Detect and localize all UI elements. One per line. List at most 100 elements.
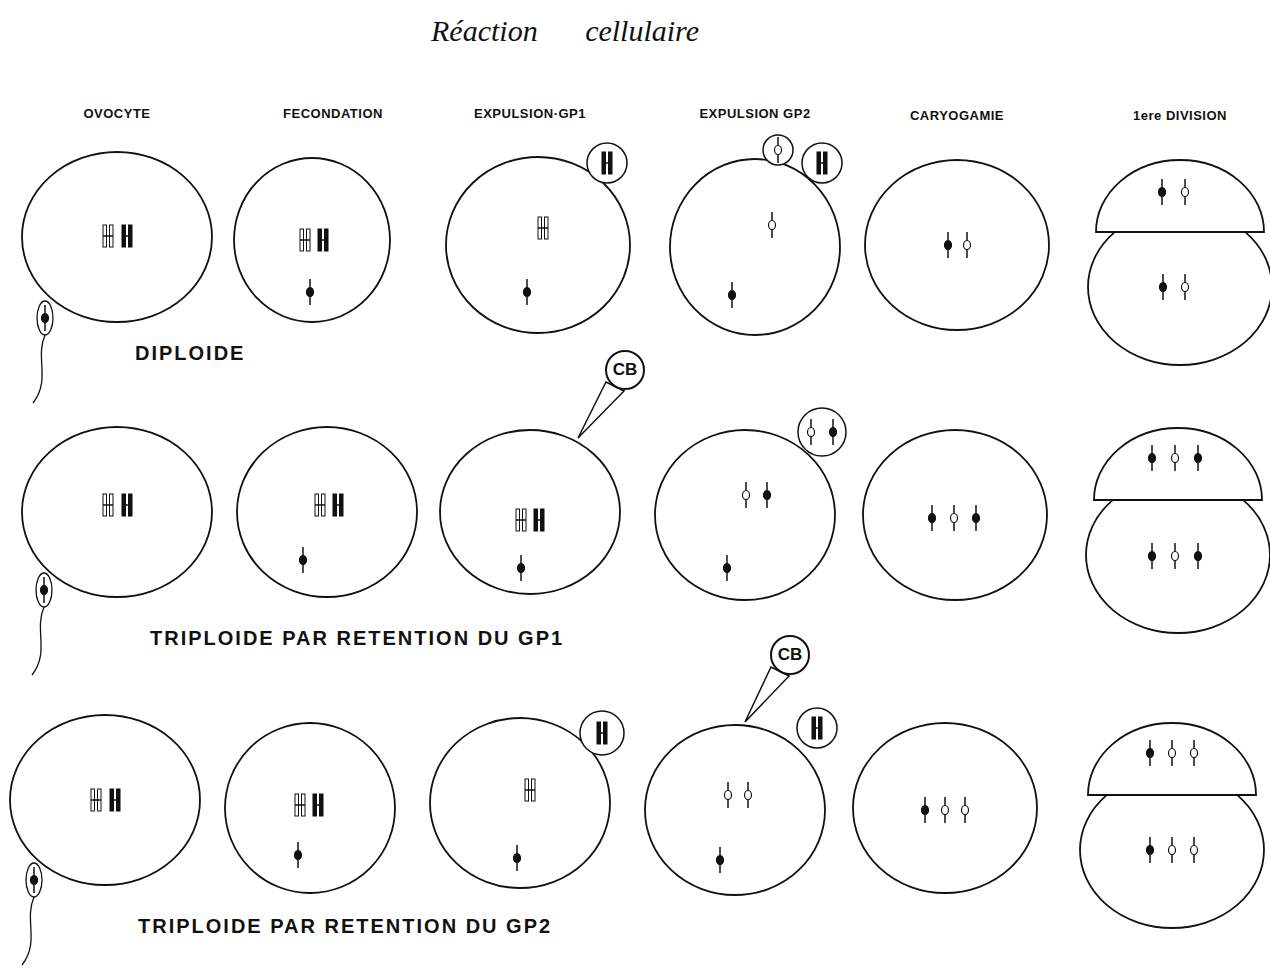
chromatid <box>1195 543 1202 569</box>
polar-body <box>580 711 624 755</box>
chromatid <box>808 419 815 445</box>
sperm-head <box>36 573 52 607</box>
daughter-cell <box>1088 723 1256 795</box>
chromosome-dyad <box>597 722 607 744</box>
column-header: 1ere DIVISION <box>1133 108 1227 123</box>
cell-outline <box>863 430 1047 600</box>
sperm-tail <box>32 607 44 675</box>
chromatid <box>725 782 732 808</box>
cb-arrow <box>745 667 789 722</box>
chromatid <box>1147 740 1154 766</box>
cell-outline <box>234 158 390 322</box>
chromatid <box>1149 445 1156 471</box>
chromatid <box>717 847 724 873</box>
cb-circle: CB <box>770 635 810 675</box>
column-header: OVOCYTE <box>83 106 150 121</box>
chromatid <box>300 547 307 573</box>
column-header: EXPULSION GP2 <box>699 106 810 121</box>
cell-outline <box>225 723 395 893</box>
chromatid <box>745 782 752 808</box>
cell-outline <box>10 715 200 885</box>
chromosome-dyad <box>817 152 827 174</box>
chromatid <box>1169 837 1176 863</box>
chromatid <box>31 867 38 893</box>
chromatid <box>1182 274 1189 300</box>
chromosome-dyad <box>602 152 612 174</box>
cell-outline <box>670 159 840 335</box>
chromosome-dyad <box>333 494 343 516</box>
chromatid <box>1182 179 1189 205</box>
chromatid <box>1147 837 1154 863</box>
chromosome-dyad <box>122 225 132 247</box>
chromosome-dyad <box>318 229 328 251</box>
cell-outline <box>440 430 620 594</box>
cb-circle: CB <box>605 350 645 390</box>
chromatid <box>1160 274 1167 300</box>
chromatid <box>1172 543 1179 569</box>
cb-label: CB <box>613 360 638 380</box>
polar-body <box>587 143 627 183</box>
column-header: CARYOGAMIE <box>910 108 1004 123</box>
chromatid <box>830 419 837 445</box>
chromatid <box>1169 740 1176 766</box>
cell-outline <box>655 430 835 600</box>
chromatid <box>1172 445 1179 471</box>
polar-body <box>798 408 846 456</box>
row-label: DIPLOIDE <box>135 342 245 365</box>
chromosome-dyad <box>295 794 305 816</box>
cb-label: CB <box>778 645 803 665</box>
chromatid <box>307 279 314 305</box>
polar-body <box>763 135 793 165</box>
cell-outline <box>446 157 630 333</box>
chromosome-dyad <box>538 217 548 239</box>
sperm-head <box>26 863 42 897</box>
chromosome-dyad <box>122 494 132 516</box>
sperm-tail <box>22 897 34 965</box>
chromosome-dyad <box>300 229 310 251</box>
column-header: EXPULSION·GP1 <box>474 106 586 121</box>
chromatid <box>524 279 531 305</box>
chromatid <box>964 232 971 258</box>
chromatid <box>951 505 958 531</box>
chromosome-dyad <box>103 494 113 516</box>
chromosome-dyad <box>91 789 101 811</box>
cb-arrow <box>578 382 624 438</box>
chromosome-dyad <box>525 779 535 801</box>
chromatid <box>769 212 776 238</box>
cell-outline <box>645 725 825 895</box>
row-label: TRIPLOIDE PAR RETENTION DU GP2 <box>138 915 552 938</box>
title: Réaction cellulaire <box>431 14 699 48</box>
chromatid <box>1191 837 1198 863</box>
daughter-cell <box>1094 428 1262 500</box>
chromosome-dyad <box>110 789 120 811</box>
chromatid <box>514 845 521 871</box>
polar-body <box>797 708 837 748</box>
row-label: TRIPLOIDE PAR RETENTION DU GP1 <box>150 627 564 650</box>
chromatid <box>295 842 302 868</box>
chromosome-dyad <box>534 509 544 531</box>
chromatid <box>945 232 952 258</box>
daughter-cell <box>1096 160 1264 232</box>
cell-outline <box>853 723 1037 893</box>
cell-outline <box>237 427 417 597</box>
column-header: FECONDATION <box>283 106 383 121</box>
chromosome-dyad <box>812 717 822 739</box>
chromatid <box>41 577 48 603</box>
cell-outline <box>22 427 212 597</box>
chromatid <box>922 797 929 823</box>
sperm-head <box>37 301 53 335</box>
chromatid <box>962 797 969 823</box>
chromosome-dyad <box>315 494 325 516</box>
chromatid <box>518 555 525 581</box>
chromatid <box>1191 740 1198 766</box>
chromatid <box>1159 179 1166 205</box>
chromatid <box>1195 445 1202 471</box>
cell-outline <box>865 160 1049 330</box>
chromatid <box>743 482 750 508</box>
chromatid <box>775 137 782 163</box>
sperm-tail <box>33 335 45 403</box>
chromatid <box>973 505 980 531</box>
chromosome-dyad <box>103 225 113 247</box>
